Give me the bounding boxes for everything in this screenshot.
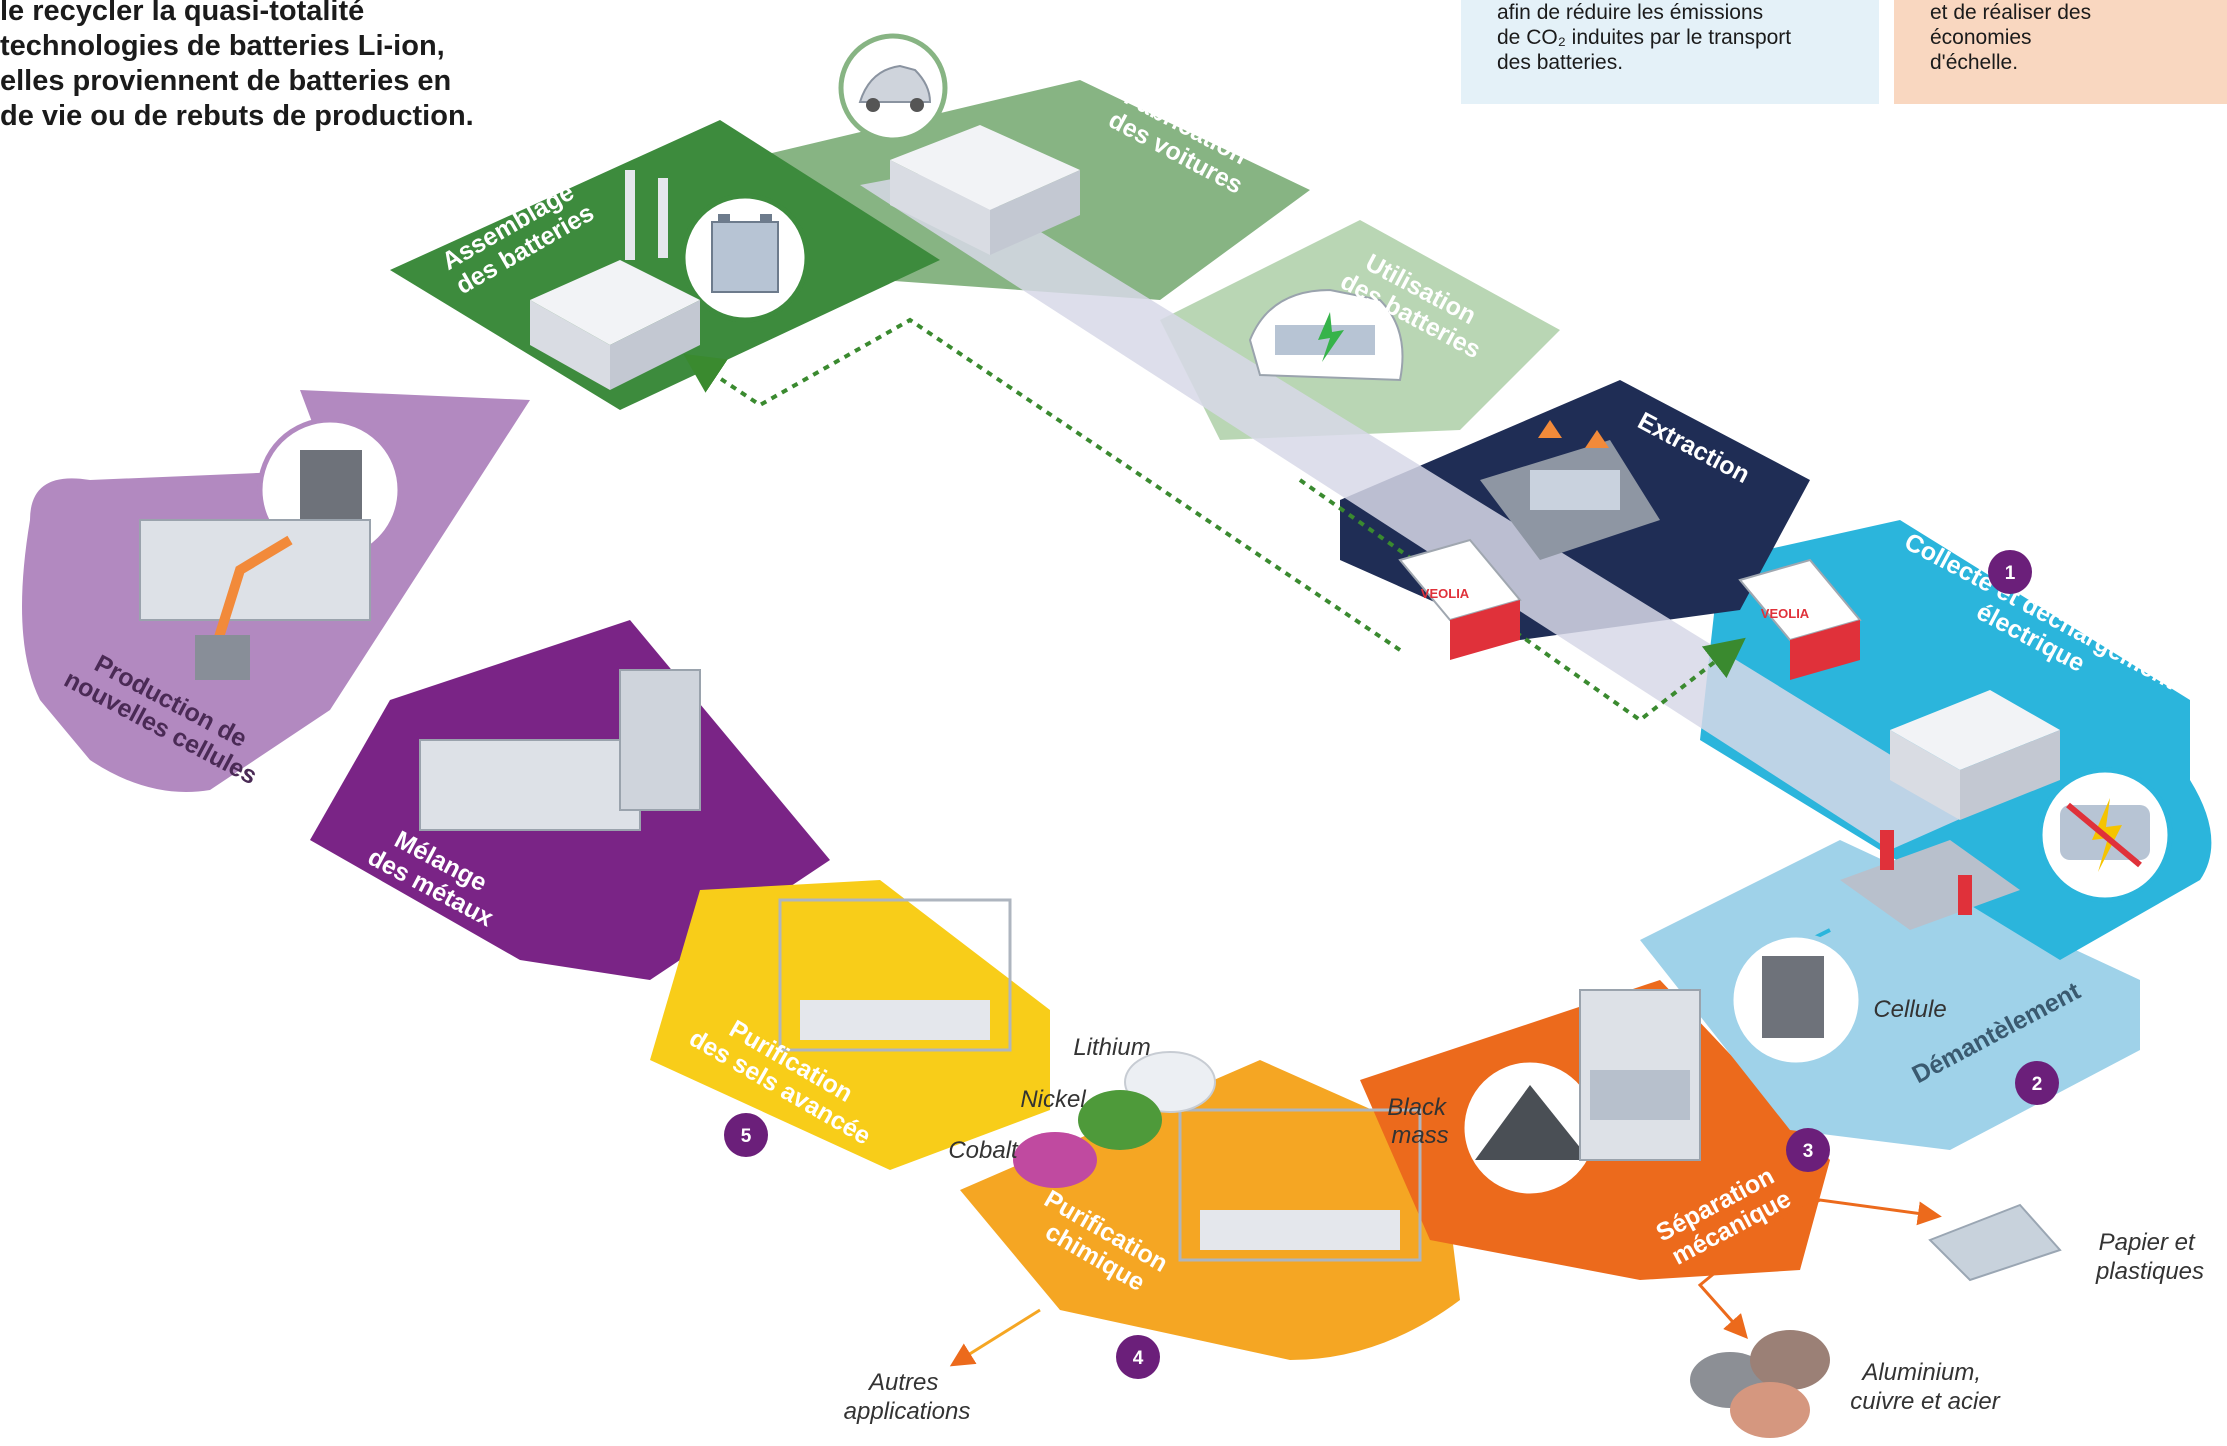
veolia-truck: VEOLIA: [1398, 538, 1522, 660]
svg-text:5: 5: [741, 1126, 752, 1147]
label-other-applications: Autres applications: [844, 1369, 971, 1425]
shredder-machine: [1579, 989, 1701, 1161]
dismantling-bench: [1840, 830, 2020, 930]
battery-factory: [530, 170, 700, 390]
mixing-line: [419, 669, 701, 831]
info-line: et de réaliser des économies: [1930, 1, 2092, 49]
car-factory: [890, 125, 1080, 255]
electric-car: [1248, 288, 1404, 382]
battery-pack-icon: [680, 193, 810, 323]
label-paper-plastics: Papier et plastiques: [2095, 1229, 2204, 1285]
collection-warehouse: [1890, 690, 2060, 820]
chemical-plant: [1178, 1108, 1422, 1262]
step-badge-2: 2: [2015, 1061, 2059, 1105]
intro-line: de vie ou de rebuts de production.: [0, 100, 474, 132]
step-badge-4: 4: [1116, 1335, 1160, 1379]
svg-text:2: 2: [2032, 1074, 2043, 1095]
label-cellule: Cellule: [1873, 996, 1946, 1023]
band-dismantling: [1640, 840, 2140, 1150]
truck-logo: VEOLIA: [1761, 606, 1810, 621]
no-charge-icon: [2037, 767, 2173, 903]
output-arrow: [1754, 1198, 1942, 1232]
nickel-pile: [1078, 1090, 1162, 1150]
dotted-flow: [1298, 478, 1746, 723]
svg-text:4: 4: [1133, 1348, 1144, 1369]
label-metals: Aluminium, cuivre et acier: [1850, 1359, 2000, 1415]
cell-icon: [1728, 932, 1864, 1068]
output-arrow: [1697, 1238, 1756, 1339]
label-cobalt: Cobalt: [948, 1137, 1019, 1164]
cell-production-robot: [139, 519, 371, 680]
info-box-economies: et de réaliser des économies d'échelle.: [1894, 0, 2227, 104]
band-assembly: [390, 120, 940, 410]
veolia-truck: VEOLIA: [1738, 558, 1862, 680]
svg-text:3: 3: [1803, 1141, 1814, 1162]
intro-text: le recycler la quasi-totalité technologi…: [0, 0, 520, 134]
road: [860, 170, 1980, 850]
step-badge-5: 5: [724, 1113, 768, 1157]
step-badge-1: 1: [1988, 550, 2032, 594]
car-chassis: [1480, 420, 1660, 560]
car-icon: [838, 33, 948, 143]
label-black-mass: Black mass: [1387, 1094, 1452, 1149]
truck-logo: VEOLIA: [1421, 586, 1470, 601]
dotted-flow: [683, 317, 1402, 652]
metals-pile: [1690, 1330, 1830, 1438]
paper-plastics-pile: [1928, 1203, 2062, 1282]
info-line: afin de réduire les émissions: [1497, 1, 1764, 24]
lithium-pile: [1124, 1051, 1216, 1113]
advanced-purification-plant: [778, 898, 1012, 1052]
intro-line: le recycler la quasi-totalité: [0, 0, 365, 27]
info-line: des batteries.: [1497, 51, 1624, 74]
step-badge-3: 3: [1786, 1128, 1830, 1172]
label-nickel: Nickel: [1020, 1086, 1086, 1113]
intro-line: technologies de batteries Li-ion,: [0, 30, 445, 62]
svg-text:1: 1: [2005, 563, 2016, 584]
info-box-transport: afin de réduire les émissions de CO₂ ind…: [1461, 0, 1879, 104]
intro-line: elles proviennent de batteries en: [0, 65, 452, 97]
cobalt-pile: [1013, 1132, 1097, 1188]
black-mass-icon: [1459, 1057, 1601, 1199]
output-arrow: [949, 1308, 1041, 1367]
info-line: de CO₂ induites par le transport: [1497, 26, 1792, 49]
label-lithium: Lithium: [1073, 1034, 1150, 1061]
info-line: d'échelle.: [1930, 51, 2019, 74]
